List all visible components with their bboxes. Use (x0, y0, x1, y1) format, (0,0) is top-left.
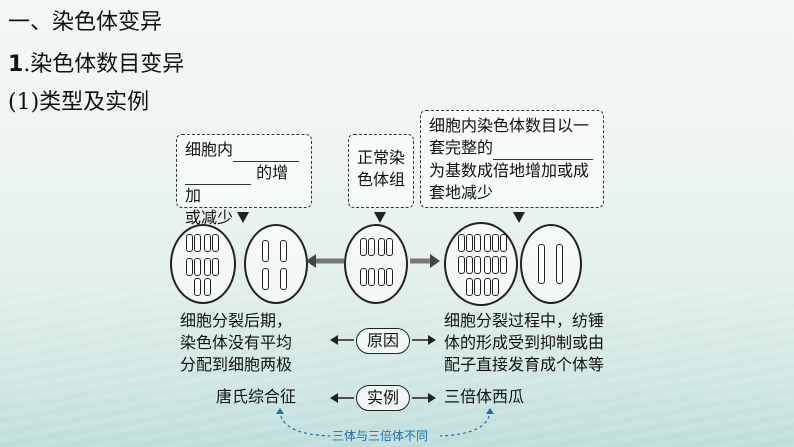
arrow-down-icon (374, 212, 386, 223)
example-right-text: 三倍体西瓜 (444, 387, 525, 406)
box-line: 套地减少 (429, 183, 494, 202)
cell-polyploid (444, 222, 518, 306)
section-heading: 一、染色体变异 (8, 10, 163, 35)
box-line: 或减少 (185, 208, 234, 227)
example-left-text: 唐氏综合征 (216, 387, 297, 406)
box-line: 细胞内染色体数目以一 (429, 116, 590, 135)
box-line: 套完整的 (429, 137, 595, 160)
box-line: 细胞内 (185, 139, 303, 162)
arrow-left-icon (330, 335, 354, 345)
fill-blank[interactable] (493, 137, 594, 160)
subsection-heading: 1.染色体数目变异 (8, 46, 184, 78)
box-individual-change: 细胞内 的增加 或减少 (176, 134, 312, 227)
box-normal-set: 正常染 色体组 (348, 134, 414, 208)
arrow-down-icon (513, 212, 525, 223)
arrow-right-icon (412, 393, 436, 403)
comparison-note: 三体与三倍体不同 (332, 429, 429, 443)
subsubsection-heading: (1)类型及实例 (8, 90, 150, 115)
example-label: 实例 (356, 385, 410, 411)
subsection-number: 1 (8, 52, 24, 77)
box-line: 正常染 (357, 148, 406, 167)
arrow-left-icon (306, 254, 344, 268)
box-set-change: 细胞内染色体数目以一 套完整的 为基数成倍地增加或成 套地减少 (420, 110, 604, 208)
comparison-connector (276, 408, 494, 437)
subsection-title: .染色体数目变异 (23, 52, 185, 77)
background-texture (0, 287, 794, 447)
cell-haploid (520, 224, 582, 304)
cause-label: 原因 (356, 328, 410, 354)
arrow-down-icon (237, 212, 249, 223)
cell-aneuploid-1 (170, 224, 236, 304)
cell-aneuploid-2 (244, 224, 308, 304)
arrow-right-icon (412, 335, 436, 345)
box-line: 为基数成倍地增加或成 (429, 161, 590, 180)
fill-blank[interactable] (233, 139, 300, 162)
cause-left-text: 细胞分裂后期， 染色体没有平均 分配到细胞两极 (180, 311, 293, 374)
fill-blank[interactable] (185, 162, 251, 185)
box-line: 色体组 (357, 170, 406, 189)
arrow-right-icon (410, 254, 440, 268)
cause-right-text: 细胞分裂过程中，纺锤 体的形成受到抑制或由 配子直接发育成个体等 (444, 311, 605, 374)
arrow-left-icon (330, 393, 354, 403)
cell-normal (344, 224, 408, 304)
box-line: 的增加 (185, 162, 289, 205)
